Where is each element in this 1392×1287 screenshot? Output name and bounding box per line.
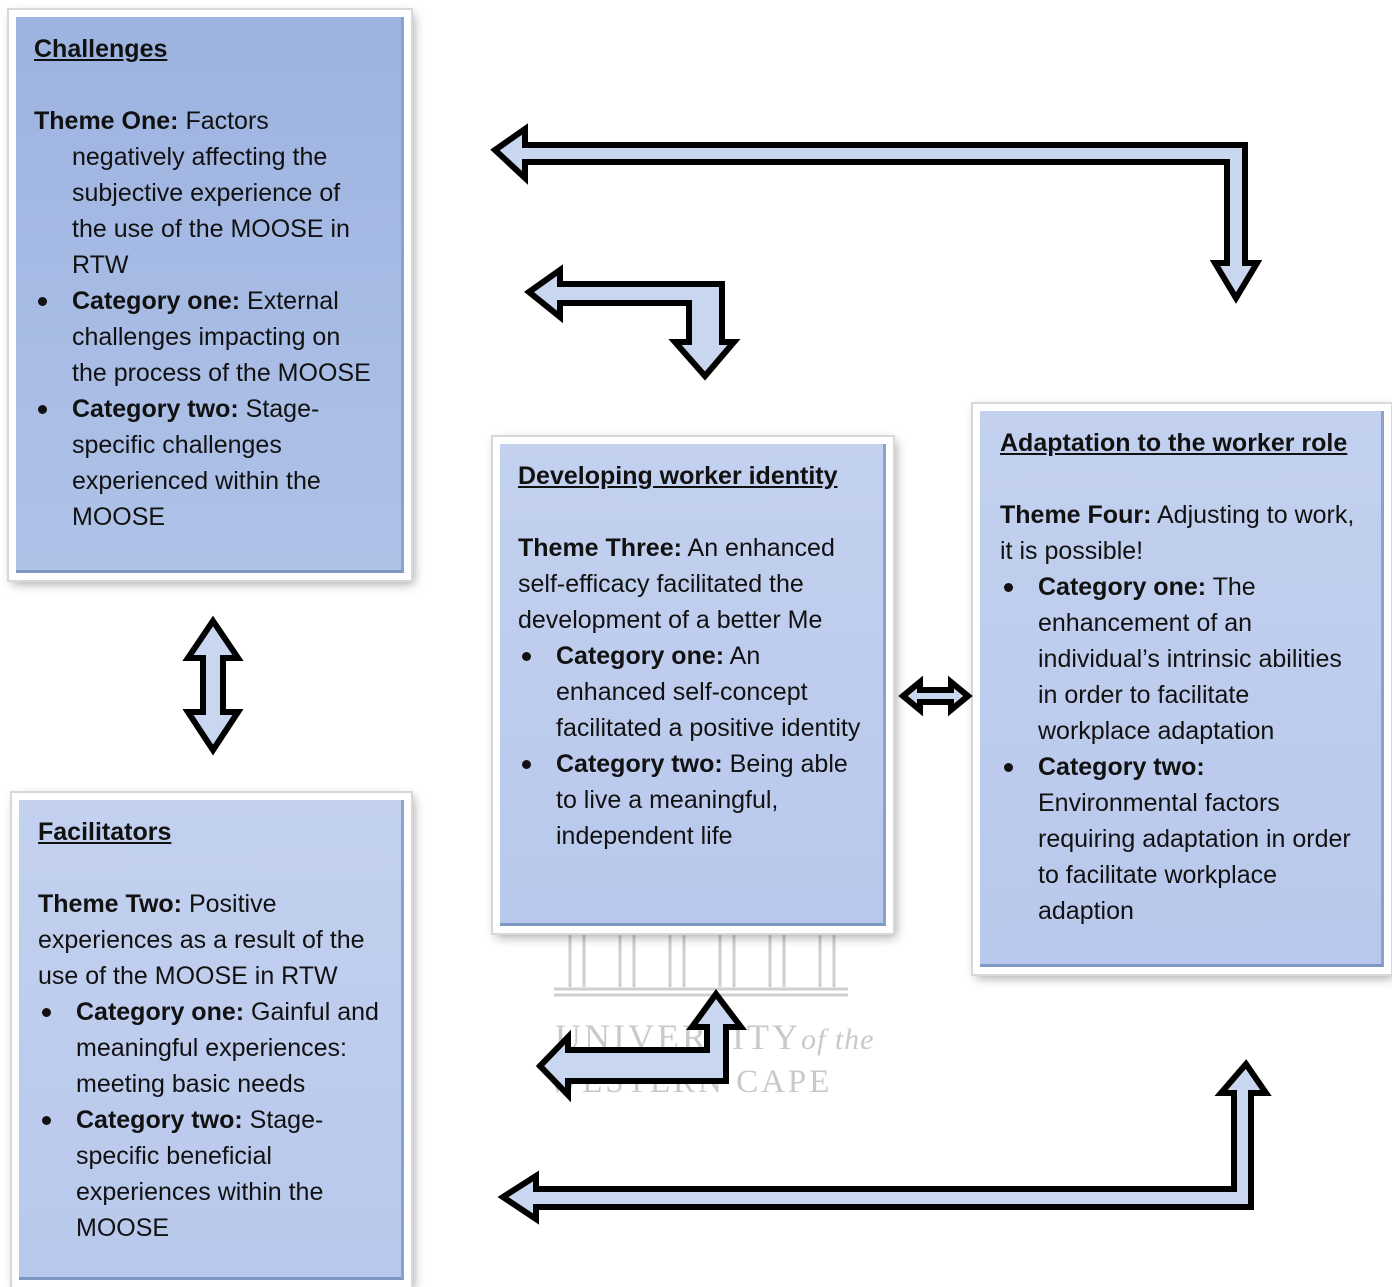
facilitators-category-two: Category two: Stage-specific beneficial … <box>42 1102 387 1246</box>
theme-one: Theme One: Factors negatively affecting … <box>34 107 350 279</box>
challenges-category-one: Category one: External challenges impact… <box>38 283 375 391</box>
middle-bent-arrow <box>524 264 741 381</box>
theme-three: Theme Three: An enhanced self-efficacy f… <box>518 534 835 634</box>
identity-title: Developing worker identity <box>518 462 838 490</box>
facilitators-title: Facilitators <box>38 818 172 846</box>
adaptation-category-two: Category two: Environmental factors requ… <box>1004 749 1367 929</box>
bottom-bent-arrow <box>497 1059 1272 1225</box>
facilitators-category-one: Category one: Gainful and meaningful exp… <box>42 994 387 1102</box>
watermark-columns <box>554 933 848 997</box>
adaptation-category-one: Category one: The enhancement of an indi… <box>1004 569 1367 749</box>
identity-box: Developing worker identity Theme Three: … <box>493 437 893 933</box>
adaptation-box: Adaptation to the worker role Theme Four… <box>973 404 1391 974</box>
identity-category-two: Category two: Being able to live a meani… <box>522 746 865 854</box>
challenges-box: Challenges Theme One: Factors negatively… <box>9 10 411 580</box>
vertical-double-arrow <box>182 615 244 756</box>
identity-category-one: Category one: An enhanced self-concept f… <box>522 638 865 746</box>
top-bent-arrow <box>490 123 1263 304</box>
horizontal-double-arrow <box>898 675 973 717</box>
lower-bent-arrow <box>535 988 748 1103</box>
theme-two: Theme Two: Positive experiences as a res… <box>38 890 365 990</box>
challenges-title: Challenges <box>34 35 168 63</box>
adaptation-title: Adaptation to the worker role <box>1000 429 1348 457</box>
facilitators-box: Facilitators Theme Two: Positive experie… <box>12 793 411 1287</box>
theme-four: Theme Four: Adjusting to work, it is pos… <box>1000 501 1355 565</box>
challenges-category-two: Category two: Stage-specific challenges … <box>38 391 375 535</box>
